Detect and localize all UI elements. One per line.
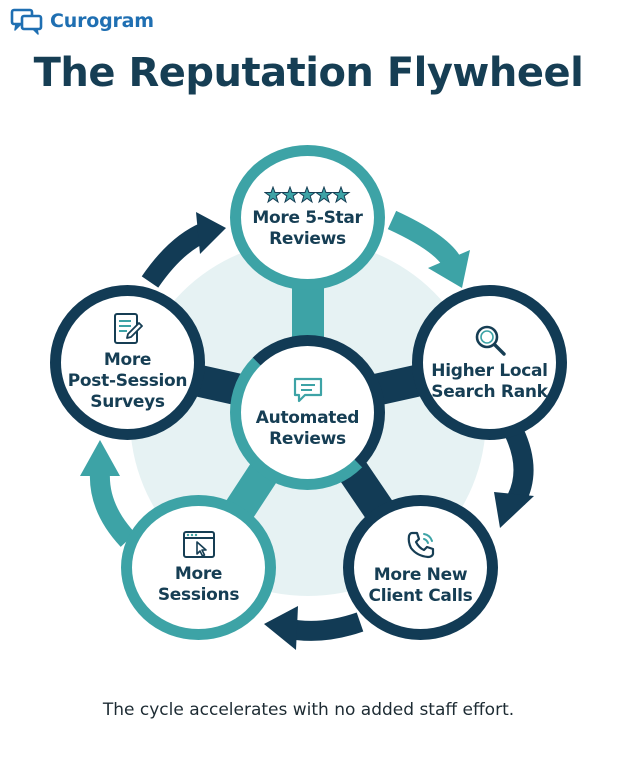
node-higher-local-search-rank: Higher Local Search Rank [412, 285, 567, 440]
arrow-search-to-calls [504, 427, 534, 505]
footer-caption: The cycle accelerates with no added staf… [102, 700, 515, 720]
node-more-sessions: More Sessions [121, 495, 276, 640]
node-label: More New Client Calls [368, 564, 473, 606]
node-label: More Sessions [157, 563, 240, 605]
phone-icon [407, 531, 434, 558]
arrow-reviews-to-search [387, 210, 461, 268]
chat-bubbles-icon [10, 8, 43, 35]
node-label: More 5-Star Reviews [252, 207, 363, 249]
brand-name: Curogram [50, 10, 154, 32]
five-stars-icon [263, 185, 351, 203]
node-more-5-star-reviews: More 5-Star Reviews [230, 145, 385, 290]
arrow-sessions-to-surveys [89, 471, 136, 547]
node-label: More Post-Session Surveys [67, 350, 188, 412]
node-label: Higher Local Search Rank [431, 360, 548, 402]
node-more-new-client-calls: More New Client Calls [343, 495, 498, 640]
magnifier-icon [475, 325, 506, 356]
node-more-post-session-surveys: More Post-Session Surveys [50, 285, 205, 440]
brand-logo: Curogram [10, 6, 154, 36]
page-title: The Reputation Flywheel [33, 50, 584, 96]
chat-message-icon [293, 377, 322, 402]
arrow-surveys-to-reviews [141, 222, 210, 288]
center-node-automated-reviews: Automated Reviews [230, 335, 385, 490]
center-node-label: Automated Reviews [255, 407, 360, 449]
browser-cursor-icon [182, 530, 215, 558]
survey-form-icon [113, 313, 143, 344]
